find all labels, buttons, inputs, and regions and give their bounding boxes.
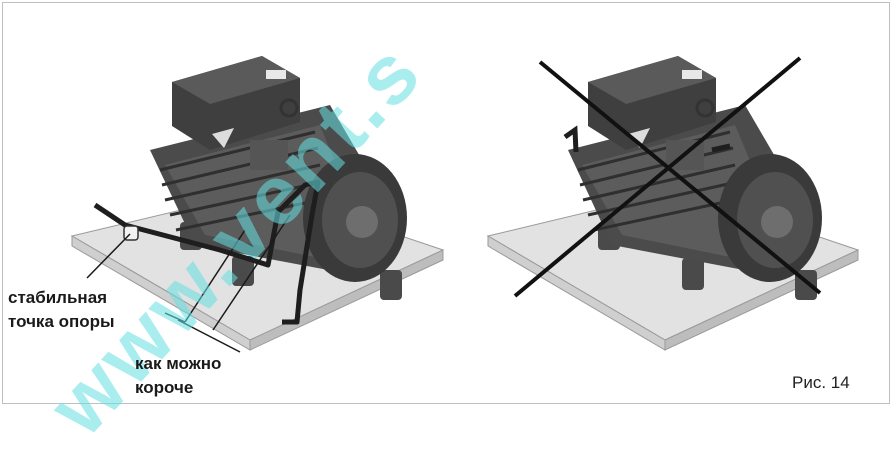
short-as-possible-label-line1: как можно [135, 354, 222, 373]
cross-out-icon [513, 56, 822, 298]
compressor-correct-icon [70, 56, 445, 353]
compressor-incorrect-icon [486, 56, 860, 351]
support-point-label-line1: стабильная [8, 288, 108, 307]
figure-frame [2, 2, 890, 404]
short-as-possible-label-line2: короче [135, 378, 194, 397]
figure-caption: Рис. 14 [792, 373, 850, 392]
support-point-label-line2: точка опоры [8, 312, 115, 331]
